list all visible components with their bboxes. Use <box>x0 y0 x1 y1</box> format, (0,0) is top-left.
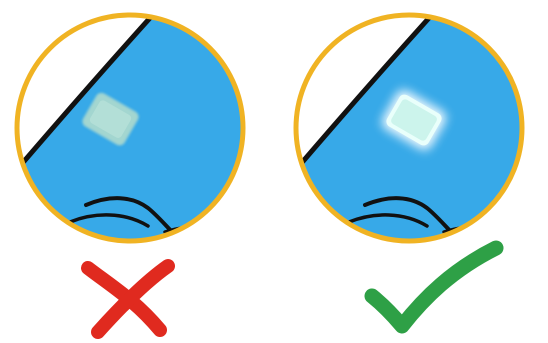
magnified-view <box>274 0 548 260</box>
magnified-view <box>0 0 274 260</box>
check-icon <box>372 248 496 326</box>
cross-icon <box>88 266 168 332</box>
incorrect-example-panel <box>0 0 274 343</box>
correct-example-graphic <box>274 0 548 343</box>
correct-example-panel <box>274 0 548 343</box>
incorrect-example-graphic <box>0 0 274 343</box>
